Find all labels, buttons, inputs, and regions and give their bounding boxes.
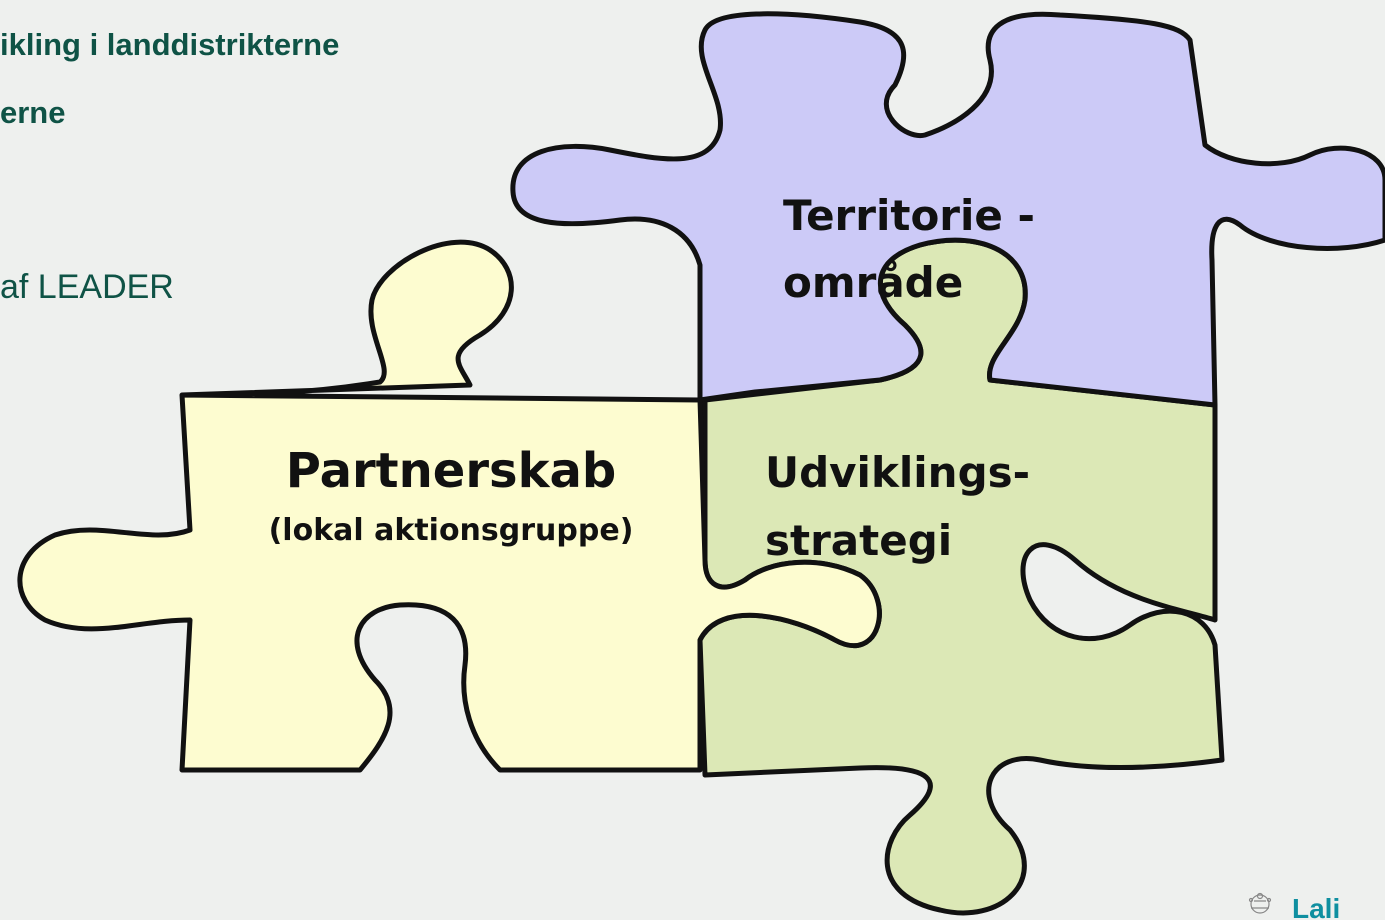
territory-label-line2: område bbox=[783, 258, 963, 307]
partnership-piece bbox=[17, 239, 882, 773]
territory-label-line1: Territorie - bbox=[783, 191, 1035, 240]
subtitle-text: af LEADER bbox=[0, 268, 174, 306]
strategy-label-line2: strategi bbox=[765, 516, 952, 565]
partnership-label-subtitle: (lokal aktionsgruppe) bbox=[269, 513, 634, 548]
territory-piece bbox=[510, 11, 1385, 408]
logo-text: Lali bbox=[1292, 893, 1340, 920]
logo: Lali bbox=[1238, 890, 1385, 920]
strategy-label-line1: Udviklings- bbox=[765, 448, 1030, 497]
header-line-1: ikling i landdistrikterne bbox=[0, 27, 340, 62]
header-line-2: erne bbox=[0, 95, 66, 130]
partnership-label-title: Partnerskab bbox=[286, 443, 617, 499]
crown-emblem-icon: Lali bbox=[1248, 892, 1340, 920]
